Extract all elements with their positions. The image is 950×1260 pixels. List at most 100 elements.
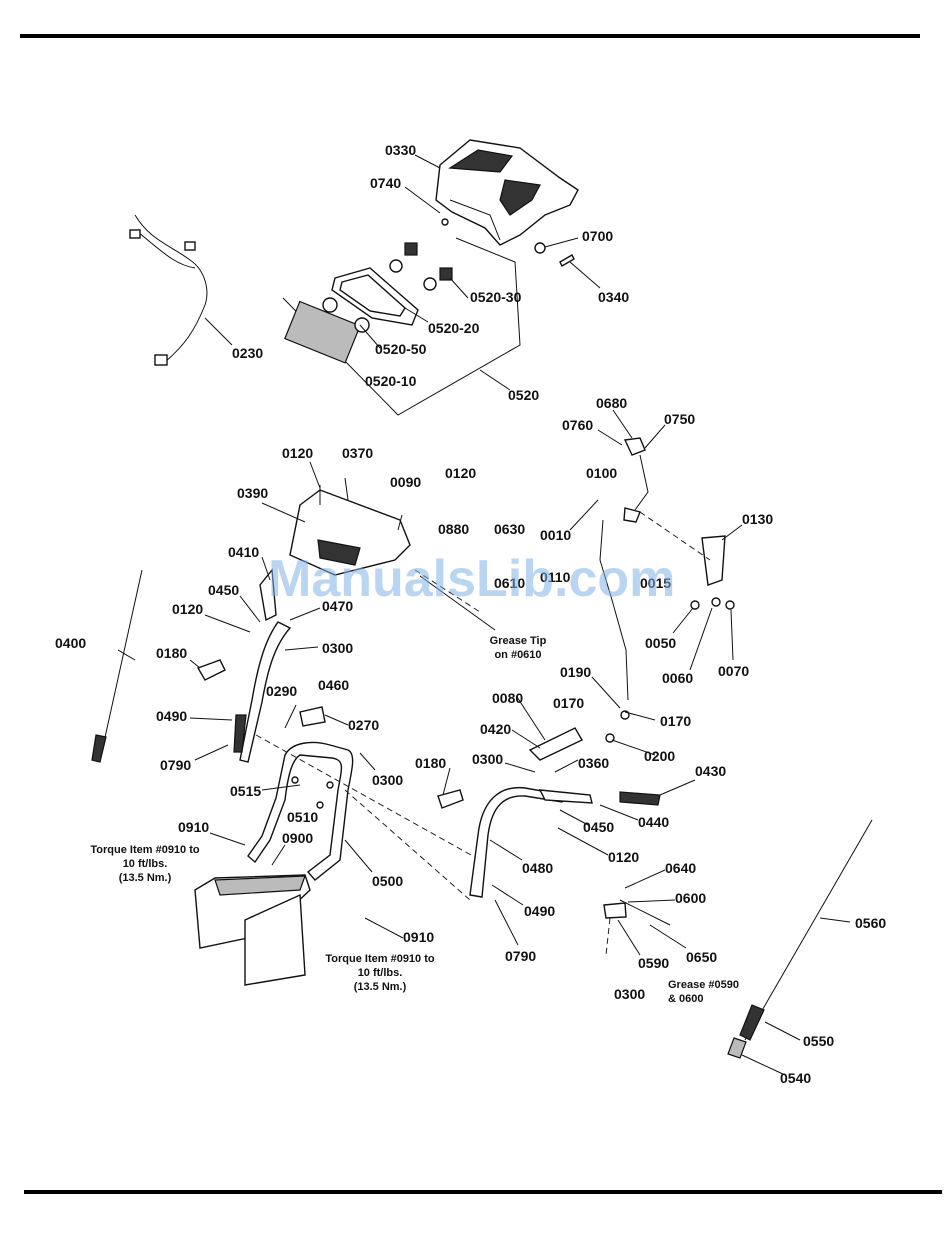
grease-0590-note-line2: & 0600 [668, 993, 703, 1005]
label-0540: 0540 [780, 1070, 811, 1086]
label-0520-30: 0520-30 [470, 289, 522, 305]
label-0070: 0070 [718, 663, 749, 679]
label-0430: 0430 [695, 763, 726, 779]
cable-0560-part [727, 819, 873, 1059]
label-0520-20: 0520-20 [428, 320, 480, 336]
label-0120-c: 0120 [172, 601, 203, 617]
label-0170-b: 0170 [660, 713, 691, 729]
label-0010: 0010 [540, 527, 571, 543]
label-0910-b: 0910 [403, 929, 434, 945]
grease-tip-note-line2: on #0610 [494, 649, 541, 661]
label-0650: 0650 [686, 949, 717, 965]
label-0900: 0900 [282, 830, 313, 846]
clip-0180-right [437, 789, 464, 809]
shift-linkage-part [599, 437, 735, 743]
label-0190: 0190 [560, 664, 591, 680]
label-0880: 0880 [438, 521, 469, 537]
label-0420: 0420 [480, 721, 511, 737]
torque-note-2-line3: (13.5 Nm.) [354, 981, 407, 993]
label-0090: 0090 [390, 474, 421, 490]
label-0520: 0520 [508, 387, 539, 403]
leader-lines [117, 154, 851, 1076]
bottom-rule [24, 1190, 942, 1194]
grease-0590-note-line1: Grease #0590 [668, 979, 739, 991]
label-0490-b: 0490 [524, 903, 555, 919]
label-0790-b: 0790 [505, 948, 536, 964]
label-0200: 0200 [644, 748, 675, 764]
label-0110: 0110 [540, 569, 571, 585]
light-assembly-part [282, 237, 521, 416]
label-0300-a: 0300 [322, 640, 353, 656]
label-0790-a: 0790 [160, 757, 191, 773]
label-0610: 0610 [494, 575, 525, 591]
label-0270: 0270 [348, 717, 379, 733]
label-0515: 0515 [230, 783, 261, 799]
label-0180-b: 0180 [415, 755, 446, 771]
dashboard-cover-part [435, 139, 579, 246]
label-0390: 0390 [237, 485, 268, 501]
bracket-0460 [299, 706, 326, 727]
label-0370: 0370 [342, 445, 373, 461]
label-0460: 0460 [318, 677, 349, 693]
label-0910-a: 0910 [178, 819, 209, 835]
wiring-harness-part [129, 214, 208, 366]
label-0440: 0440 [638, 814, 669, 830]
label-0630: 0630 [494, 521, 525, 537]
torque-note-2-line1: Torque Item #0910 to [325, 953, 434, 965]
label-0080: 0080 [492, 690, 523, 706]
label-0100: 0100 [586, 465, 617, 481]
label-0590: 0590 [638, 955, 669, 971]
label-0170-a: 0170 [553, 695, 584, 711]
label-0480: 0480 [522, 860, 553, 876]
label-0760: 0760 [562, 417, 593, 433]
watermark: ManualsLib.com [268, 550, 675, 608]
label-0600: 0600 [675, 890, 706, 906]
torque-note-2-line2: 10 ft/lbs. [358, 967, 403, 979]
label-0740: 0740 [370, 175, 401, 191]
label-0410: 0410 [228, 544, 259, 560]
label-0300-d: 0300 [614, 986, 645, 1002]
label-0550: 0550 [803, 1033, 834, 1049]
label-0750: 0750 [664, 411, 695, 427]
label-0360: 0360 [578, 755, 609, 771]
label-0330: 0330 [385, 142, 416, 158]
screw-0740 [441, 218, 449, 226]
label-0130: 0130 [742, 511, 773, 527]
grease-tip-note-line1: Grease Tip [490, 635, 547, 647]
label-0680: 0680 [596, 395, 627, 411]
torque-note-1-line3: (13.5 Nm.) [119, 872, 172, 884]
lower-handle-part [247, 734, 481, 901]
top-rule [20, 34, 920, 38]
washer-0700 [534, 242, 546, 254]
label-0640: 0640 [665, 860, 696, 876]
label-0400: 0400 [55, 635, 86, 651]
label-0060: 0060 [662, 670, 693, 686]
label-0470: 0470 [322, 598, 353, 614]
label-0120-d: 0120 [608, 849, 639, 865]
annotation-notes: Grease Tip on #0610 Torque Item #0910 to… [90, 635, 739, 1005]
torque-note-1-line2: 10 ft/lbs. [123, 858, 168, 870]
label-0520-10: 0520-10 [365, 373, 417, 389]
label-0120-b: 0120 [445, 465, 476, 481]
screw-0340 [559, 254, 575, 267]
label-0450-a: 0450 [208, 582, 239, 598]
pawl-0590-part [603, 899, 671, 956]
cable-0400-part [91, 569, 143, 763]
clip-0180-left [196, 659, 226, 681]
label-0450-b: 0450 [583, 819, 614, 835]
mounting-plates-part [194, 874, 311, 986]
label-0700: 0700 [582, 228, 613, 244]
label-0510: 0510 [287, 809, 318, 825]
right-upper-handle-part [469, 727, 661, 898]
label-0290: 0290 [266, 683, 297, 699]
label-0180-a: 0180 [156, 645, 187, 661]
part-number-labels: 0330 0740 0700 0340 0520-30 0520-20 0520… [55, 142, 886, 1086]
torque-note-1-line1: Torque Item #0910 to [90, 844, 199, 856]
label-0340: 0340 [598, 289, 629, 305]
label-0120-a: 0120 [282, 445, 313, 461]
label-0490-a: 0490 [156, 708, 187, 724]
label-0050: 0050 [645, 635, 676, 651]
label-0230: 0230 [232, 345, 263, 361]
control-panel-part [289, 477, 496, 631]
